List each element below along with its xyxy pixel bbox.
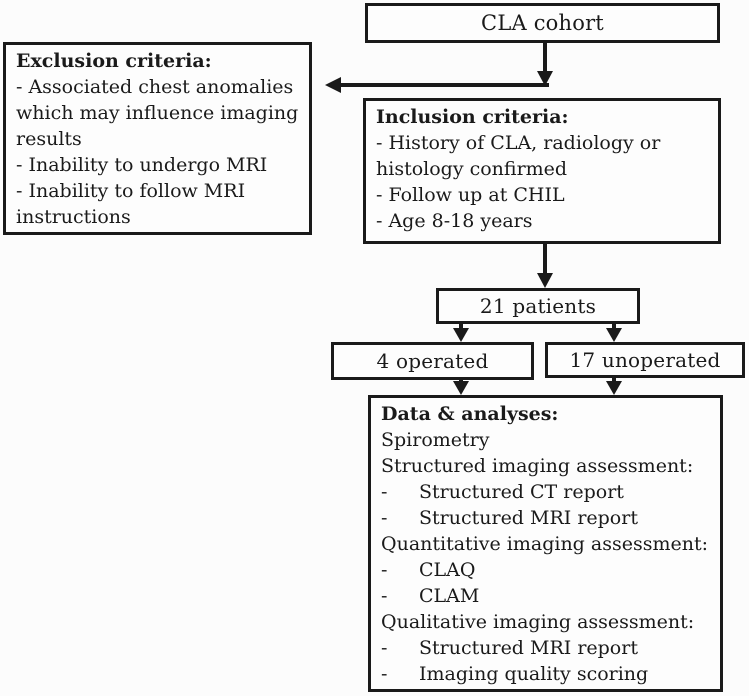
criteria-line: histology confirmed <box>376 158 568 180</box>
cla-cohort-label: CLA cohort <box>481 11 604 35</box>
data-analyses-line: -Structured MRI report <box>381 637 638 659</box>
inclusion-criteria-title: Inclusion criteria: <box>376 106 569 128</box>
arrow-unoperated-to-data <box>606 378 622 395</box>
criteria-line: - Inability to follow MRI <box>16 180 246 202</box>
data-analyses-line: -Structured MRI report <box>381 507 638 529</box>
arrow-inclusion-to-patients <box>537 244 553 288</box>
bullet-dash: - <box>381 585 388 607</box>
data-analyses-line: Quantitative imaging assessment: <box>381 533 708 555</box>
criteria-line: - Age 8-18 years <box>376 210 533 232</box>
exclusion-criteria-box: Exclusion criteria: - Associated chest a… <box>3 42 312 235</box>
arrow-patients-to-operated <box>453 324 469 342</box>
bullet-dash: - <box>381 663 388 685</box>
data-analyses-line: Structured imaging assessment: <box>381 455 694 477</box>
criteria-line: - Inability to undergo MRI <box>16 154 268 176</box>
inclusion-criteria-box: Inclusion criteria: - History of CLA, ra… <box>363 98 721 244</box>
bullet-dash: - <box>381 481 388 503</box>
data-analyses-line: -CLAM <box>381 585 480 607</box>
unoperated-group-box: 17 unoperated <box>545 342 745 378</box>
data-analyses-title: Data & analyses: <box>381 403 559 425</box>
criteria-line: - History of CLA, radiology or <box>376 132 661 154</box>
criteria-line: instructions <box>16 206 131 228</box>
arrow-cohort-down <box>537 43 553 86</box>
operated-group-label: 4 operated <box>376 349 489 373</box>
data-analyses-line: -Structured CT report <box>381 481 624 503</box>
patients-count-label: 21 patients <box>479 294 597 318</box>
data-analyses-line: -CLAQ <box>381 559 476 581</box>
bullet-dash: - <box>381 637 388 659</box>
bullet-dash: - <box>381 507 388 529</box>
data-analyses-box: Data & analyses: Spirometry Structured i… <box>368 395 723 692</box>
data-analyses-lines: Spirometry Structured imaging assessment… <box>381 427 710 687</box>
arrow-to-exclusion <box>325 77 549 93</box>
data-analyses-line: Qualitative imaging assessment: <box>381 611 695 633</box>
arrow-operated-to-data <box>453 380 469 395</box>
inclusion-criteria-lines: - History of CLA, radiology or histology… <box>376 130 708 234</box>
criteria-line: - Follow up at CHIL <box>376 184 565 206</box>
cla-cohort-box: CLA cohort <box>365 3 720 43</box>
criteria-line: - Associated chest anomalies <box>16 76 294 98</box>
bullet-dash: - <box>381 559 388 581</box>
criteria-line: results <box>16 128 82 150</box>
arrow-patients-to-unoperated <box>606 324 622 342</box>
criteria-line: which may influence imaging <box>16 102 299 124</box>
patients-count-box: 21 patients <box>436 288 640 324</box>
exclusion-criteria-lines: - Associated chest anomalies which may i… <box>16 74 299 230</box>
data-analyses-line: Spirometry <box>381 429 490 451</box>
exclusion-criteria-title: Exclusion criteria: <box>16 50 212 72</box>
unoperated-group-label: 17 unoperated <box>569 348 721 372</box>
operated-group-box: 4 operated <box>331 342 534 380</box>
data-analyses-line: -Imaging quality scoring <box>381 663 649 685</box>
